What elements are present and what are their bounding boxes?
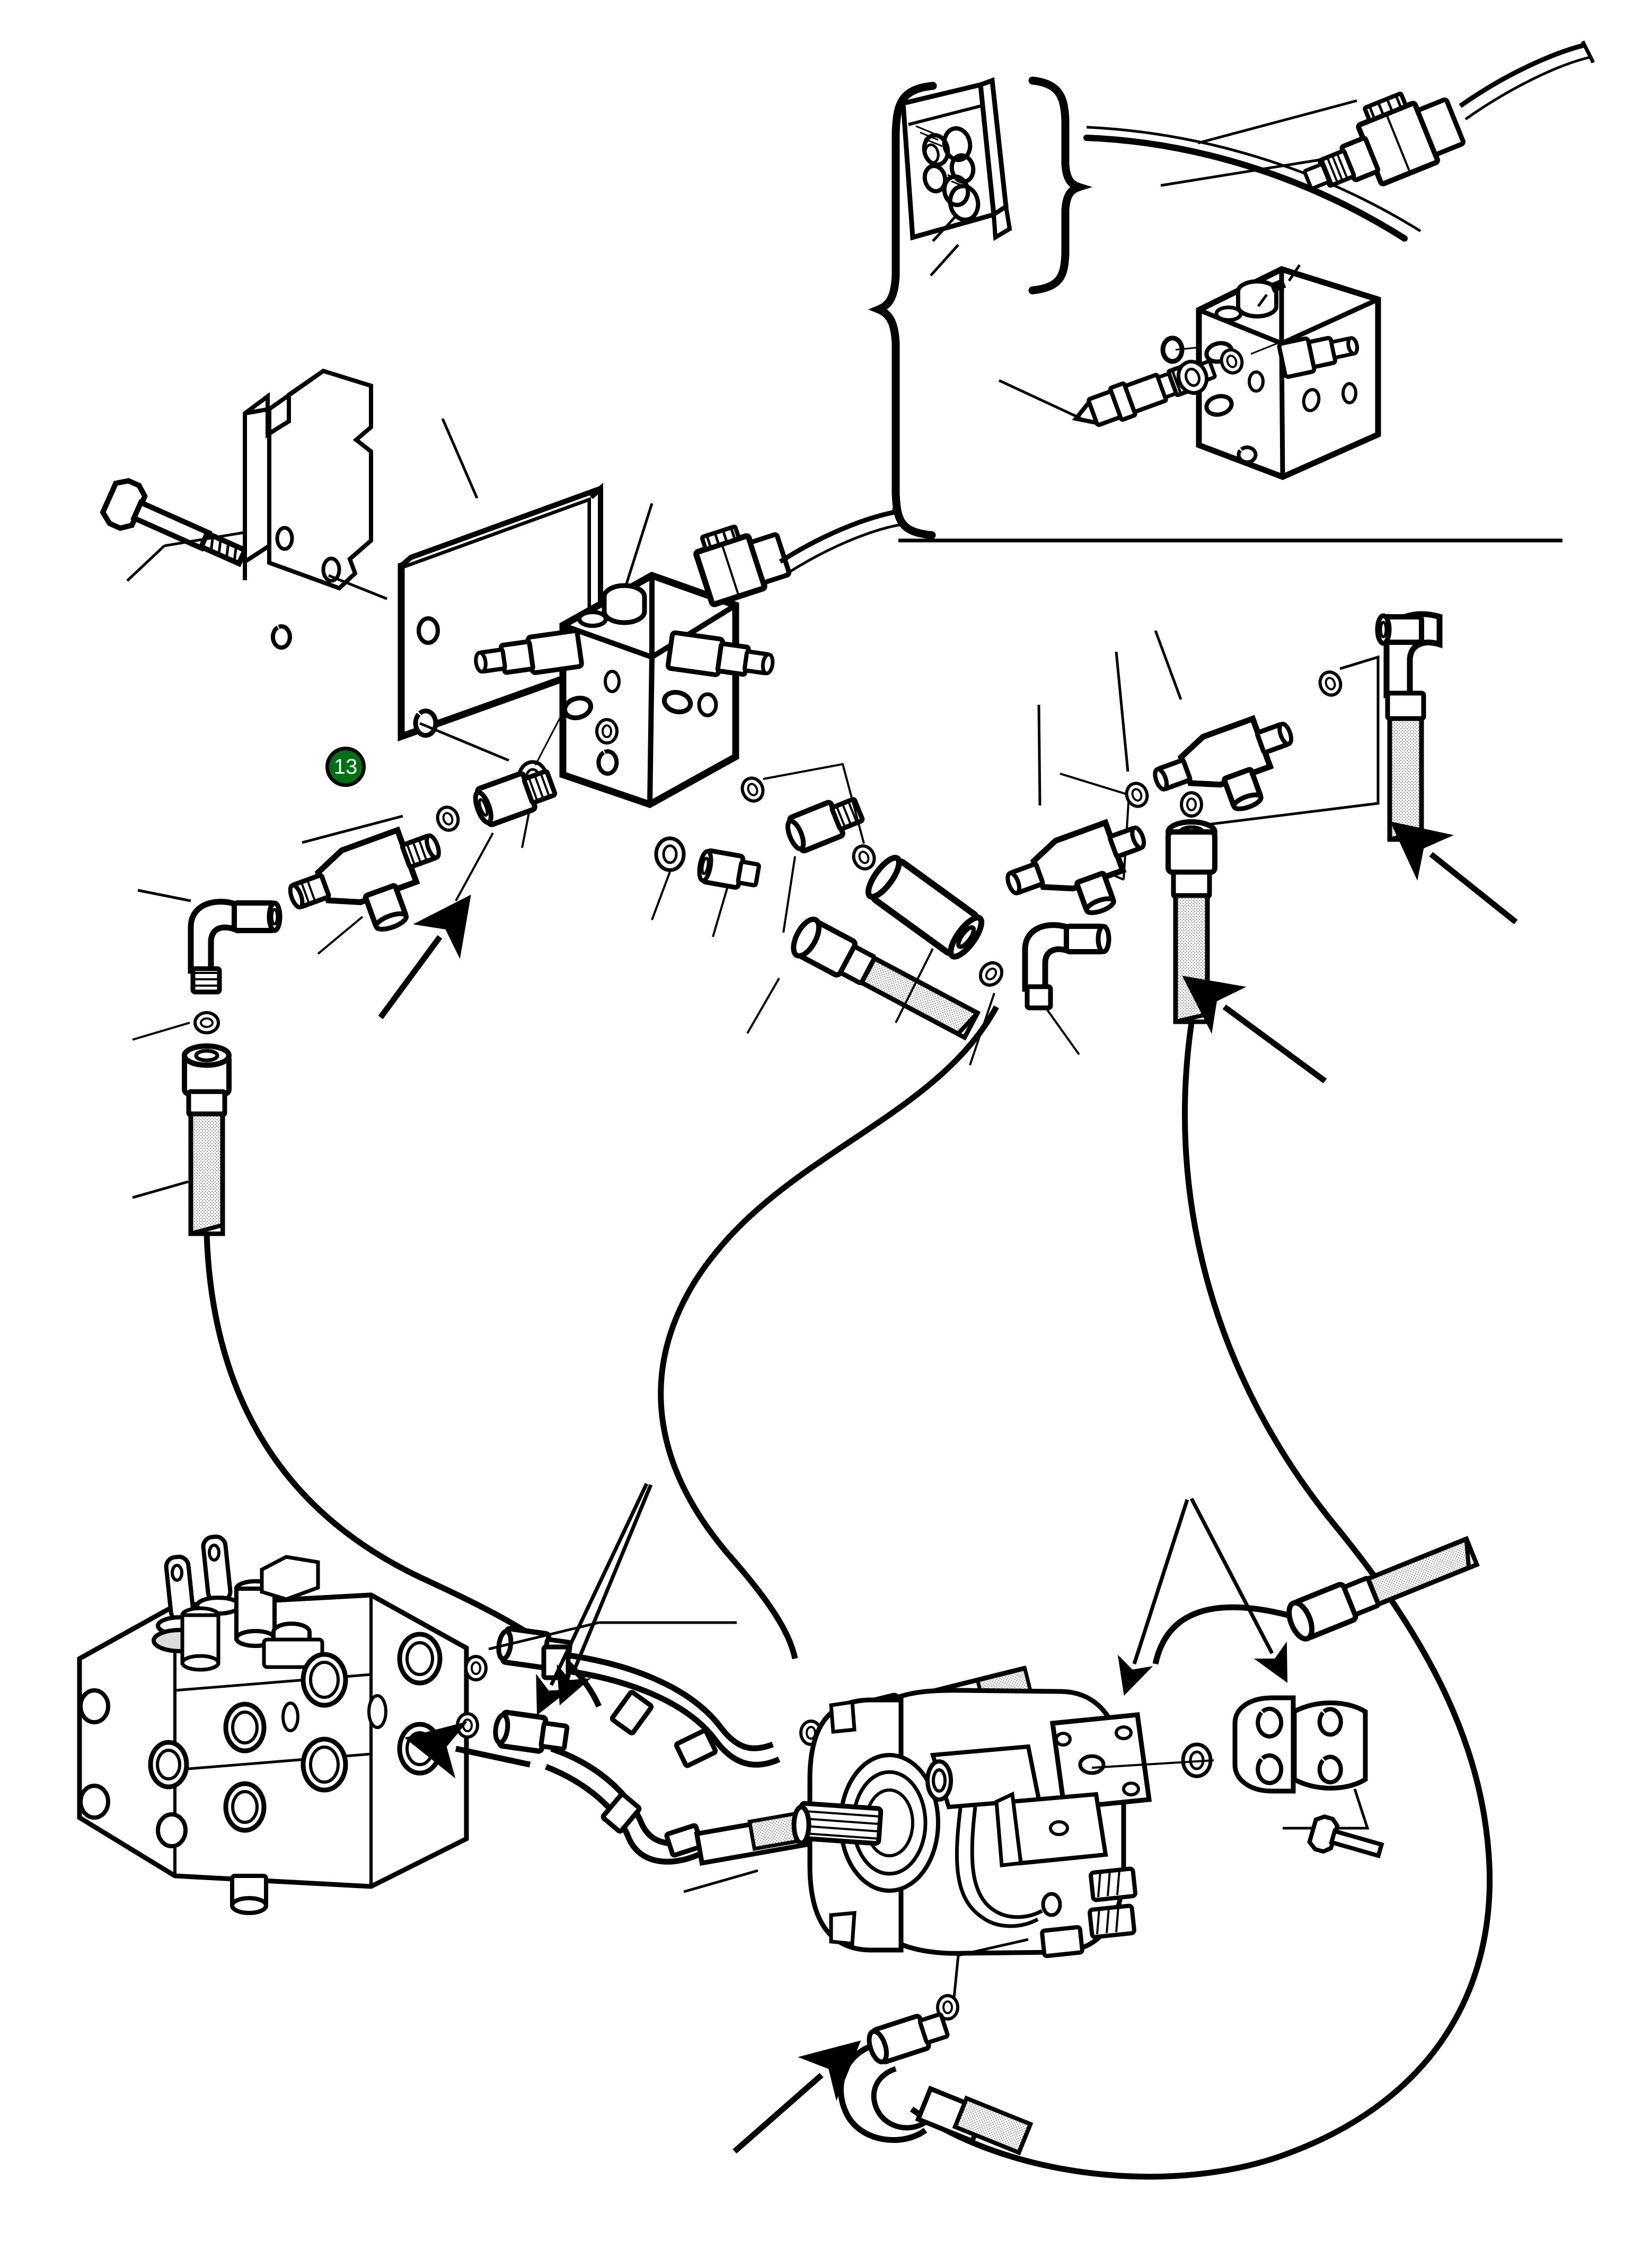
plug-fitting: [697, 848, 761, 890]
tee-fitting-right-lower: [1005, 819, 1146, 915]
seal-kit-bag: [901, 77, 1012, 242]
valve-spool-4: [180, 1606, 220, 1672]
control-valve: [77, 1534, 469, 1915]
solenoid-connector: [693, 524, 792, 607]
tee-fitting-left: [288, 826, 441, 932]
pump-suction-hose: [1286, 1536, 1480, 1642]
support-bracket: [243, 368, 373, 650]
inset-hose-curve: [1083, 135, 1408, 242]
inset-electrical-connector: [1303, 91, 1466, 190]
tee-fitting-right-upper: [1153, 715, 1294, 811]
tube-spacer: [865, 855, 985, 960]
valve-block-seal-kit: [519, 714, 761, 937]
inset-inner-brace: [1028, 76, 1093, 295]
elbow-hose-right-top: [1375, 611, 1443, 842]
callout-badge-label: 13: [333, 755, 358, 778]
coupling-bolt: [1307, 1814, 1384, 1858]
callout-badge-13[interactable]: 13: [325, 747, 366, 787]
pump-front-flange: [791, 1697, 940, 1953]
inset-assembly-axis: [1257, 264, 1301, 307]
hose-fitting-cluster-center: [658, 763, 1130, 1660]
straight-coupler-left: [473, 769, 558, 827]
hydraulic-pump: [732, 1498, 1480, 2156]
elbow-fitting-center: [1022, 922, 1111, 1011]
straight-fitting-center: [785, 797, 865, 854]
rigid-pipe-lower: [544, 1746, 815, 1866]
pump-coupling: [1232, 1695, 1368, 1794]
hose-fitting-cluster-right: [910, 611, 1518, 2180]
hex-bolt: [100, 478, 249, 568]
detail-inset-group: [868, 40, 1595, 543]
pump-side-ports: [1040, 1866, 1137, 1959]
inset-relief-seals: [1174, 338, 1288, 397]
pump-rear-flange: [1049, 1712, 1152, 1811]
inset-valve-block: [1160, 266, 1381, 480]
cv-coupler-lower: [493, 1709, 570, 1754]
hose-assembly-right: [1166, 819, 1217, 1024]
hose-assembly-left: [182, 1043, 232, 1236]
solenoid-valve-block: [474, 503, 906, 809]
hose-assembly-center-left: [791, 916, 981, 1041]
mounting-bracket-assembly: [100, 368, 603, 762]
elbow-fitting-left: [188, 899, 283, 995]
rigid-pipe-upper: [541, 1644, 781, 1768]
hose-fitting-cluster-left: [132, 769, 602, 1708]
